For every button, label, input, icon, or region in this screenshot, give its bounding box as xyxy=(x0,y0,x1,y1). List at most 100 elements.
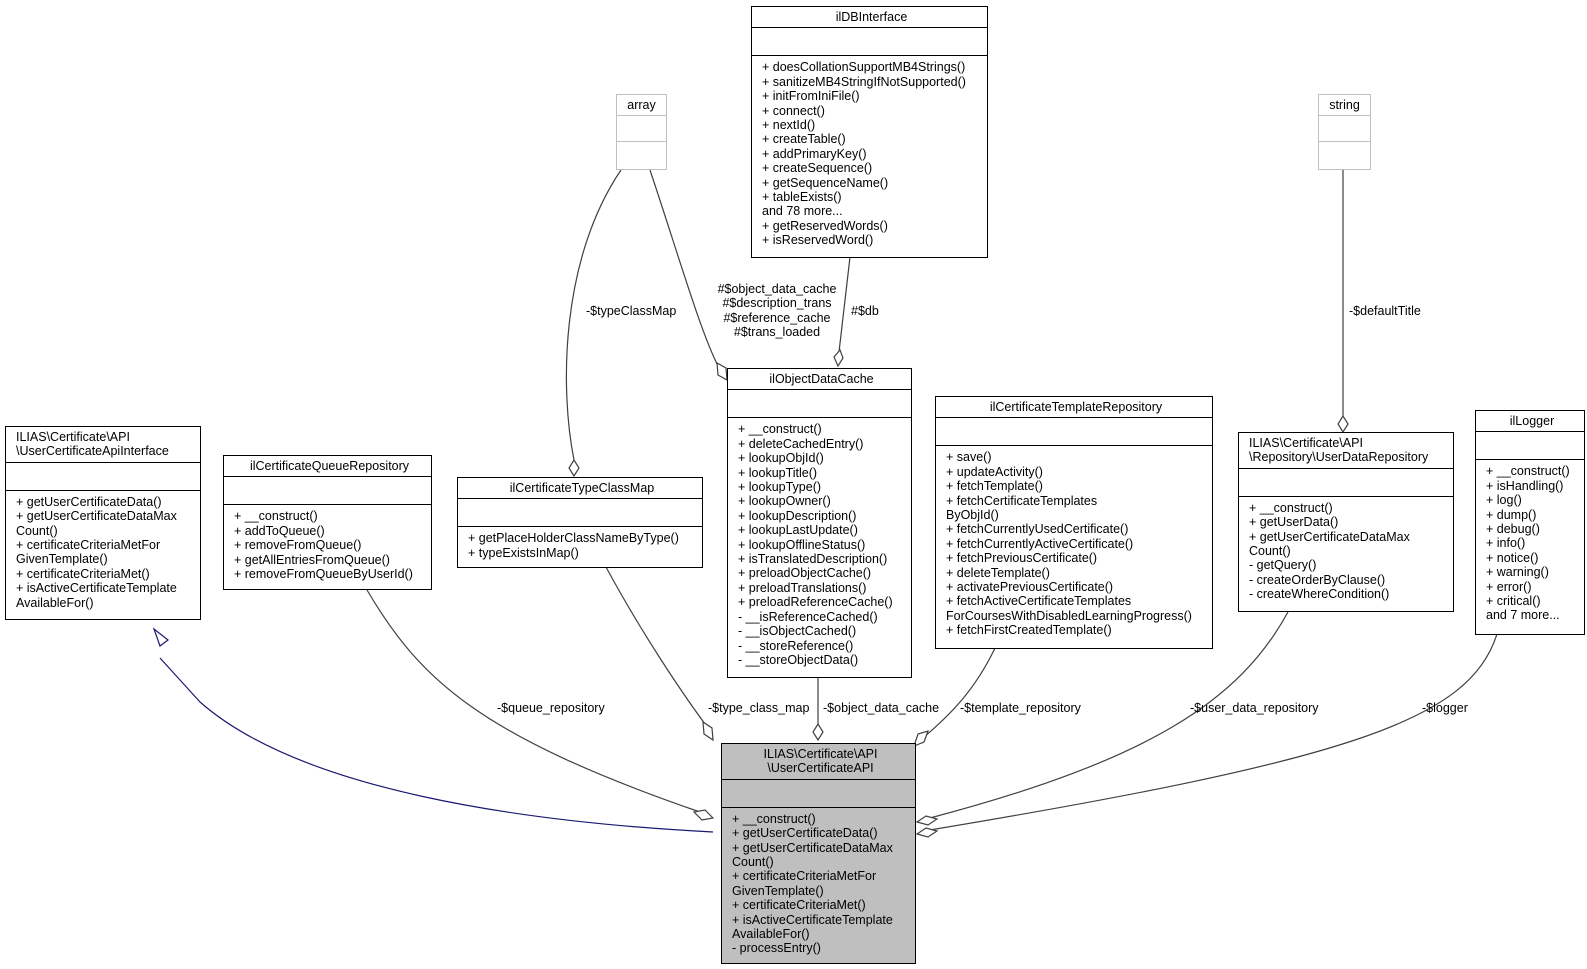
class-certificate-type-class-map[interactable]: ilCertificateTypeClassMap + getPlaceHold… xyxy=(457,477,703,568)
operation: + lookupLastUpdate() xyxy=(738,523,858,538)
operations-compartment: + doesCollationSupportMB4Strings() + san… xyxy=(752,56,987,251)
edge-template-repository xyxy=(923,647,996,738)
operation: + lookupObjId() xyxy=(738,451,824,466)
operation: + getUserCertificateDataMax xyxy=(16,509,177,524)
operation: + sanitizeMB4StringIfNotSupported() xyxy=(762,74,966,89)
operation: + nextId() xyxy=(762,118,816,133)
class-name: ilDBInterface xyxy=(752,7,987,29)
class-array[interactable]: array xyxy=(616,94,667,170)
edge-user-data-repository xyxy=(929,611,1289,819)
operation: + critical() xyxy=(1486,594,1541,609)
operations-compartment: + __construct() + isHandling() + log() +… xyxy=(1476,460,1584,626)
edge-label-queue-repository: -$queue_repository xyxy=(497,701,605,715)
attributes-compartment xyxy=(936,418,1212,447)
operation: + getPlaceHolderClassNameByType() xyxy=(468,531,679,546)
class-name-line: ilDBInterface xyxy=(835,10,908,24)
class-logger[interactable]: ilLogger + __construct() + isHandling() … xyxy=(1475,410,1585,635)
operation: ByObjId() xyxy=(946,508,999,523)
diamond-db-odc xyxy=(833,348,844,368)
class-name-line: \UserCertificateAPI xyxy=(767,761,874,776)
class-name: ILIAS\Certificate\API \Repository\UserDa… xyxy=(1239,433,1453,469)
edge-array-typemap xyxy=(565,169,622,461)
class-certificate-template-repository[interactable]: ilCertificateTemplateRepository + save()… xyxy=(935,396,1213,649)
edge-label-user-data-repository: -$user_data_repository xyxy=(1190,701,1319,715)
class-user-data-repository[interactable]: ILIAS\Certificate\API \Repository\UserDa… xyxy=(1238,432,1454,612)
edge-type-class-map xyxy=(605,566,706,725)
operation: + fetchCertificateTemplates xyxy=(946,493,1098,508)
operation: + addPrimaryKey() xyxy=(762,146,867,161)
operation: - processEntry() xyxy=(732,941,821,956)
class-string[interactable]: string xyxy=(1318,94,1371,170)
operation: + removeFromQueue() xyxy=(234,538,362,553)
class-name-line: ILIAS\Certificate\API xyxy=(763,747,878,761)
operations-compartment: + getUserCertificateData() + getUserCert… xyxy=(6,491,200,614)
operation: + certificateCriteriaMet() xyxy=(16,566,150,581)
class-db-interface[interactable]: ilDBInterface + doesCollationSupportMB4S… xyxy=(751,6,988,258)
operations-compartment: + __construct() + getUserCertificateData… xyxy=(722,808,915,960)
class-name-line: \UserCertificateApiInterface xyxy=(16,444,169,459)
operation: - __isReferenceCached() xyxy=(738,609,878,624)
edge-label-logger: -$logger xyxy=(1422,701,1468,715)
attributes-compartment xyxy=(617,116,666,143)
operation: + getUserData() xyxy=(1249,515,1339,530)
inheritance-arrowhead xyxy=(152,627,169,647)
diamond-array-odc xyxy=(716,361,728,382)
operation: + fetchPreviousCertificate() xyxy=(946,551,1098,566)
class-user-certificate-api[interactable]: ILIAS\Certificate\API \UserCertificateAP… xyxy=(721,743,916,964)
operation: + getReservedWords() xyxy=(762,218,888,233)
attributes-compartment xyxy=(1476,432,1584,461)
attributes-compartment xyxy=(1239,469,1453,497)
edge-label-line: #$trans_loaded xyxy=(733,325,821,340)
class-name: ilLogger xyxy=(1476,411,1584,433)
operation: + fetchCurrentlyActiveCertificate() xyxy=(946,536,1134,551)
operation: + updateActivity() xyxy=(946,464,1043,479)
operation: + save() xyxy=(946,450,992,465)
operation: GivenTemplate() xyxy=(16,552,108,567)
class-certificate-queue-repository[interactable]: ilCertificateQueueRepository + __constru… xyxy=(223,455,432,590)
operations-compartment: + __construct() + getUserData() + getUse… xyxy=(1239,497,1453,606)
operation: + __construct() xyxy=(234,509,318,524)
operation: - createOrderByClause() xyxy=(1249,572,1386,587)
edge-label-type-class-map: -$type_class_map xyxy=(708,701,810,715)
operations-compartment: + getPlaceHolderClassNameByType() + type… xyxy=(458,527,702,564)
diamond-logger xyxy=(915,827,939,838)
operation: + certificateCriteriaMetFor xyxy=(732,869,877,884)
operations-compartment: + __construct() + deleteCachedEntry() + … xyxy=(728,418,911,671)
edge-label-odc-array: #$object_data_cache #$description_trans … xyxy=(712,282,842,340)
diamond-array-typemap xyxy=(568,458,580,478)
operation: + fetchTemplate() xyxy=(946,479,1043,494)
class-user-certificate-api-interface[interactable]: ILIAS\Certificate\API \UserCertificateAp… xyxy=(5,426,201,620)
class-name-line: array xyxy=(627,98,656,112)
edge-label-db: #$db xyxy=(851,304,879,318)
operations-compartment: + save() + updateActivity() + fetchTempl… xyxy=(936,446,1212,641)
operation: Count() xyxy=(16,523,58,538)
attributes-compartment xyxy=(1319,116,1370,143)
diamond-template-repository xyxy=(913,730,929,748)
diamond-string-udr xyxy=(1337,414,1349,434)
operation: - getQuery() xyxy=(1249,558,1317,573)
inheritance-edge-interface xyxy=(159,657,714,833)
operation: + getUserCertificateDataMax xyxy=(732,840,893,855)
operations-compartment xyxy=(1319,142,1370,166)
operation: + certificateCriteriaMet() xyxy=(732,898,866,913)
operation: + __construct() xyxy=(738,422,822,437)
attributes-compartment xyxy=(722,780,915,808)
operation: + __construct() xyxy=(732,811,816,826)
class-object-data-cache[interactable]: ilObjectDataCache + __construct() + dele… xyxy=(727,368,912,678)
operation: + lookupOwner() xyxy=(738,494,831,509)
class-name-line: ilLogger xyxy=(1509,414,1555,428)
operation: + certificateCriteriaMetFor xyxy=(16,538,161,553)
operation: + createTable() xyxy=(762,132,846,147)
operation: + dump() xyxy=(1486,507,1537,522)
operation: + removeFromQueueByUserId() xyxy=(234,567,413,582)
operation: + preloadObjectCache() xyxy=(738,566,872,581)
edge-label-object-data-cache: -$object_data_cache xyxy=(823,701,940,715)
edge-label-template-repository: -$template_repository xyxy=(960,701,1081,715)
edge-queue-repository xyxy=(366,589,701,813)
attributes-compartment xyxy=(752,28,987,57)
operation: + lookupDescription() xyxy=(738,508,857,523)
operation: - __isObjectCached() xyxy=(738,624,857,639)
operation: + info() xyxy=(1486,536,1526,551)
